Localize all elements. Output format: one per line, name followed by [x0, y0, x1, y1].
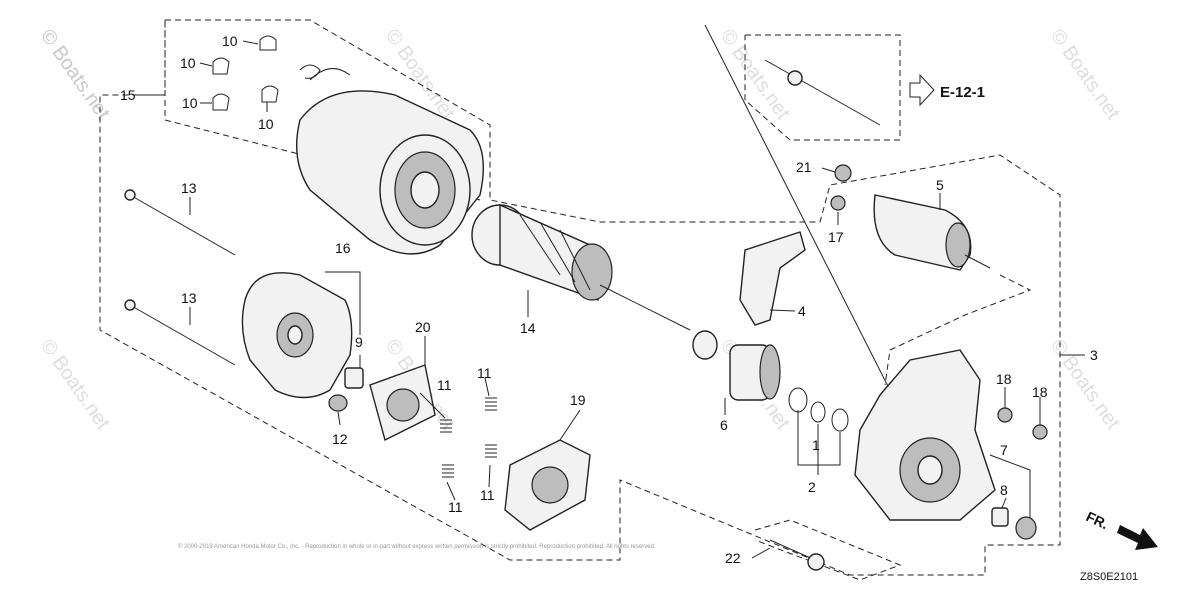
part-8-bushing — [991, 507, 1009, 527]
part-16-end-cover — [241, 272, 353, 399]
callout-17[interactable]: 17 — [828, 229, 844, 245]
callout-13[interactable]: 13 — [181, 180, 197, 196]
callout-10[interactable]: 10 — [222, 33, 238, 49]
callout-1[interactable]: 1 — [812, 437, 820, 453]
callout-11[interactable]: 11 — [448, 499, 463, 515]
callout-13[interactable]: 13 — [181, 290, 197, 306]
callout-18[interactable]: 18 — [1032, 384, 1048, 400]
part-6-pinion — [692, 330, 781, 401]
callout-11[interactable]: 11 — [480, 487, 495, 503]
callout-9[interactable]: 9 — [355, 334, 363, 350]
reference-arrow-icon — [909, 73, 935, 107]
callout-19[interactable]: 19 — [570, 392, 586, 408]
leader-lines — [138, 40, 1085, 559]
callout-21[interactable]: 21 — [796, 159, 812, 175]
copyright-text: © 2000-2019 American Honda Motor Co., In… — [178, 543, 656, 550]
part-10-brushes — [212, 35, 279, 111]
part-22-bolt — [769, 539, 825, 571]
callout-20[interactable]: 20 — [415, 319, 431, 335]
watermark-mid-left: © Boats.net — [36, 335, 114, 434]
callout-22[interactable]: 22 — [725, 550, 741, 566]
part-9-bushing — [344, 367, 364, 389]
part-17-nut — [830, 195, 846, 211]
part-1-stop-ring — [788, 387, 808, 413]
callout-10[interactable]: 10 — [182, 95, 198, 111]
part-20-brush-plate — [369, 364, 436, 442]
callout-10[interactable]: 10 — [180, 55, 196, 71]
callout-3[interactable]: 3 — [1090, 347, 1098, 363]
front-direction-indicator: FR. — [1084, 508, 1158, 550]
assembly-outline-15 — [99, 19, 1061, 576]
callouts: 15 10 10 10 10 13 13 16 9 12 20 11 11 11… — [120, 33, 1098, 566]
callout-11[interactable]: 11 — [437, 377, 452, 393]
callout-8[interactable]: 8 — [1000, 482, 1008, 498]
front-arrow-icon — [1117, 525, 1158, 550]
assembly-outline-solenoid — [884, 274, 1032, 386]
part-11-springs — [440, 397, 497, 478]
part-15-yoke — [295, 64, 485, 255]
part-12-grommet — [328, 394, 348, 412]
watermark-bottom-right: © Boats.net — [1046, 335, 1124, 434]
callout-5[interactable]: 5 — [936, 177, 944, 193]
guide-line — [704, 24, 901, 411]
diagram-code: Z8S0E2101 — [1080, 571, 1138, 583]
callout-10[interactable]: 10 — [258, 116, 274, 132]
part-3-drive-housing — [854, 349, 996, 521]
part-21-nut — [834, 164, 852, 182]
part-13-bolts — [124, 189, 236, 366]
callout-14[interactable]: 14 — [520, 320, 536, 336]
part-18-nut-a — [997, 407, 1013, 423]
watermark-left: © Boats.net — [36, 25, 114, 124]
reference-label[interactable]: E-12-1 — [940, 84, 985, 101]
callout-2[interactable]: 2 — [808, 479, 816, 495]
callout-18[interactable]: 18 — [996, 371, 1012, 387]
front-label: FR. — [1084, 508, 1111, 532]
part-18-nut-b — [1032, 424, 1048, 440]
reference-bolt — [764, 59, 881, 126]
part-5-solenoid — [873, 194, 991, 271]
part-19-brush-holder — [504, 439, 591, 531]
reference-outline-e12 — [744, 34, 901, 141]
part-14-armature — [471, 203, 691, 331]
part-2-collar — [810, 401, 826, 423]
callout-15[interactable]: 15 — [120, 87, 136, 103]
part-7-cap — [1015, 516, 1037, 540]
callout-11[interactable]: 11 — [477, 365, 492, 381]
callout-7[interactable]: 7 — [1000, 442, 1008, 458]
part-1-ring-b — [831, 408, 849, 432]
callout-12[interactable]: 12 — [332, 431, 348, 447]
callout-4[interactable]: 4 — [798, 303, 806, 319]
outline-22 — [754, 519, 902, 581]
watermark-top-right: © Boats.net — [716, 25, 794, 124]
part-4-shift-lever — [739, 231, 806, 326]
watermark-far-right: © Boats.net — [1046, 25, 1124, 124]
callout-6[interactable]: 6 — [720, 417, 728, 433]
assembly-outline-16 — [164, 20, 481, 201]
callout-16[interactable]: 16 — [335, 240, 351, 256]
